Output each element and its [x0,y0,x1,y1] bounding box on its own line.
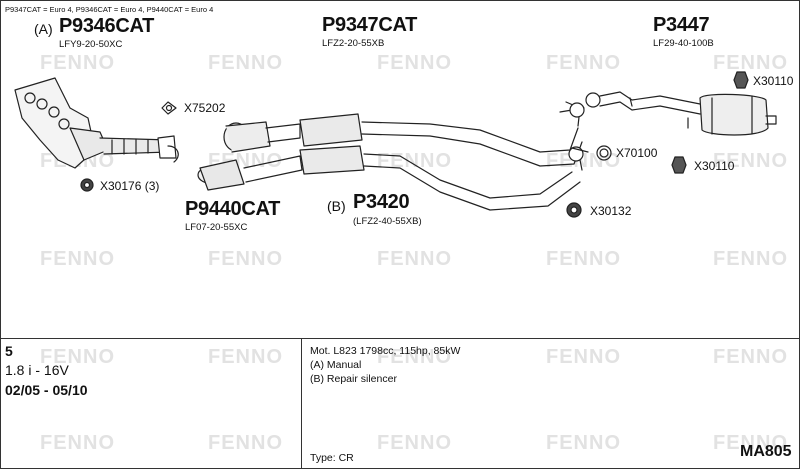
exhaust-manifold-part [14,77,179,169]
watermark: FENNO [40,432,115,454]
info-engine: 1.8 i - 16V [5,362,69,378]
accessory-x70100[interactable]: X70100 [616,146,658,160]
watermark: FENNO [546,432,621,454]
watermark: FENNO [713,150,788,172]
watermark: FENNO [377,346,452,368]
part-p3420-ref: (LFZ2-40-55XB) [353,216,422,227]
watermark: FENNO [208,52,283,74]
panel-divider-horizontal [0,338,800,339]
info-motor: Mot. L823 1798cc, 115hp, 85kW [310,345,461,357]
exhaust-system-drawing [14,71,777,218]
part-p9346-code[interactable]: P9346CAT [59,15,155,37]
part-p3420-prefix: (B) [327,198,346,214]
watermark: FENNO [713,52,788,74]
part-p9440-code[interactable]: P9440CAT [185,198,281,220]
rear-silencer-p3447 [585,91,777,136]
gasket-x75202 [161,101,177,115]
part-p3447-code[interactable]: P3447 [653,14,710,36]
info-period: 02/05 - 05/10 [5,382,88,398]
accessory-x30176[interactable]: X30176 (3) [100,179,160,193]
part-p9440-ref: LF07-20-55XC [185,222,248,233]
watermark: FENNO [40,346,115,368]
watermark: FENNO [713,346,788,368]
watermark: FENNO [40,52,115,74]
nut-x30176 [80,178,94,192]
watermark: FENNO [377,52,452,74]
info-number: 5 [5,343,13,359]
euro-note: P9347CAT = Euro 4, P9346CAT = Euro 4, P9… [5,5,214,14]
front-pipe-p9347 [223,101,585,167]
info-type: Type: CR [310,452,354,464]
accessory-x30132[interactable]: X30132 [590,204,632,218]
watermark: FENNO [546,346,621,368]
watermark: FENNO [713,248,788,270]
watermark: FENNO [377,432,452,454]
ring-x70100 [596,145,612,161]
watermark: FENNO [208,432,283,454]
info-note-b: (B) Repair silencer [310,373,397,385]
part-p9347-code[interactable]: P9347CAT [322,14,418,36]
part-p9346-ref: LFY9-20-50XC [59,39,123,50]
accessory-x75202[interactable]: X75202 [184,101,226,115]
watermark: FENNO [208,346,283,368]
watermark: FENNO [40,248,115,270]
part-p9347-ref: LFZ2-20-55XB [322,38,385,49]
watermark: FENNO [208,248,283,270]
panel-divider-vertical [301,338,302,469]
rubber-x30110-bottom [671,156,687,174]
watermark: FENNO [713,432,788,454]
part-p9346-prefix: (A) [34,21,53,37]
info-note-a: (A) Manual [310,359,362,371]
accessory-x30110-bottom[interactable]: X30110 [694,159,735,173]
info-model: MA805 [740,443,792,460]
watermark: FENNO [377,248,452,270]
accessory-x30110-top[interactable]: X30110 [753,74,794,88]
rubber-x30110-top [733,71,749,89]
clamp-x30132 [566,202,582,218]
watermark: FENNO [546,52,621,74]
watermark: FENNO [546,248,621,270]
part-p3447-ref: LF29-40-100B [653,38,714,49]
watermark: FENNO [546,150,621,172]
part-p3420-code[interactable]: P3420 [353,191,410,213]
catalyst-p9440 [197,145,589,211]
